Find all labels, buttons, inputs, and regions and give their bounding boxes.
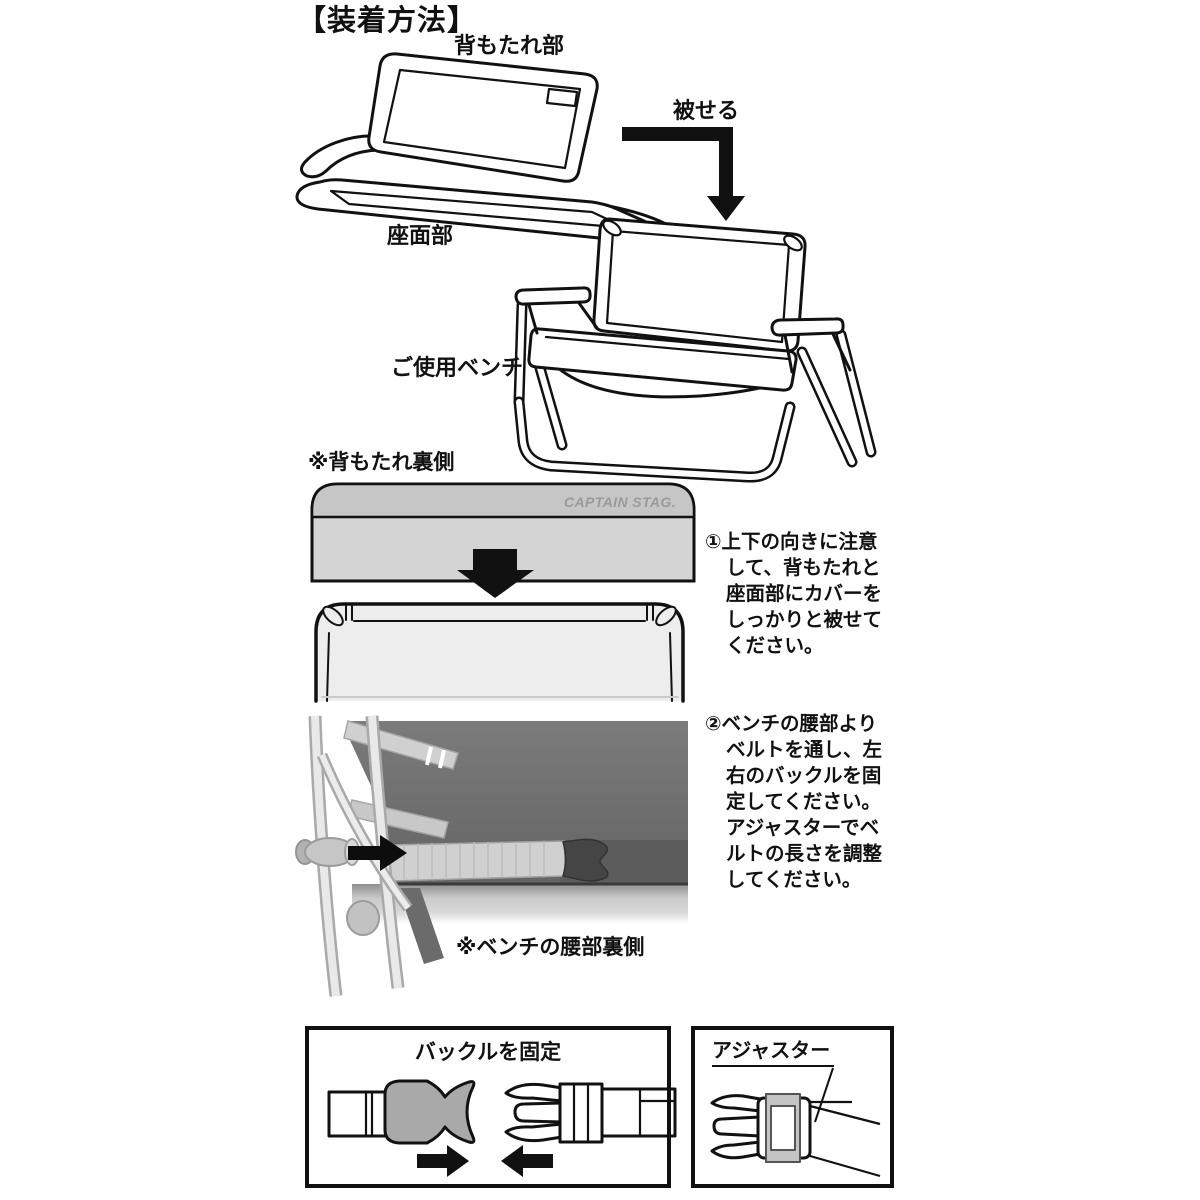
backrest-frame-drawing	[314, 602, 685, 703]
cover-back-panel	[310, 482, 696, 598]
step-1-line: 座面部にカバーを	[726, 583, 883, 605]
bench-label: ご使用ベンチ	[391, 355, 524, 380]
step-1-line: ください。	[726, 635, 824, 657]
buckle-box	[305, 1026, 671, 1188]
step-2-line: してください。	[726, 869, 862, 891]
belt-strap	[387, 840, 567, 882]
step-2-line: ルトの長さを調整	[726, 843, 883, 865]
step-1-line: して、背もたれと	[726, 557, 881, 579]
brand-logo: CAPTAIN STAG.	[563, 494, 676, 510]
buckle-box-label: バックルを固定	[414, 1041, 562, 1064]
adjuster-label-text: アジャスター	[712, 1040, 835, 1067]
page-title: 【装着方法】	[297, 5, 478, 37]
down-arrow-icon	[457, 549, 534, 598]
cover-action-label: 被せる	[673, 98, 740, 123]
seat-label: 座面部	[387, 223, 454, 248]
adjuster-box	[691, 1026, 894, 1188]
photo-caption: ※ベンチの腰部裏側	[456, 936, 645, 959]
back-view-label: ※背もたれ裏側	[308, 451, 455, 474]
bench-line-art	[513, 217, 877, 483]
step-2-text: ②ベンチの腰部より ベルトを通し、左 右のバックルを固 定してください。 アジャ…	[705, 711, 925, 893]
step-1-text: ①上下の向きに注意 して、背もたれと 座面部にカバーを しっかりと被せて くださ…	[705, 529, 925, 659]
buckle-fasten-diagram	[327, 1079, 677, 1177]
adjuster-diagram	[710, 1067, 881, 1178]
cover-line-art	[295, 52, 683, 245]
step-2-line: ②ベンチの腰部より	[705, 713, 878, 735]
backrest-label: 背もたれ部	[454, 33, 565, 58]
step-2-line: ベルトを通し、左	[726, 739, 883, 761]
converge-left-arrow-icon	[501, 1145, 553, 1177]
step-2-line: アジャスターでベ	[726, 817, 880, 839]
step-1-line: ①上下の向きに注意	[705, 531, 878, 553]
bench-back-photo	[295, 715, 688, 997]
step-2-line: 定してください。	[726, 791, 881, 813]
right-arrow-icon	[348, 835, 407, 871]
converge-right-arrow-icon	[417, 1145, 469, 1177]
step-2-line: 右のバックルを固	[726, 765, 882, 787]
adjuster-box-label: アジャスター	[712, 1040, 835, 1067]
elbow-down-arrow-icon	[622, 127, 745, 221]
step-1-line: しっかりと被せて	[726, 609, 883, 631]
belt-buckle	[562, 838, 609, 882]
